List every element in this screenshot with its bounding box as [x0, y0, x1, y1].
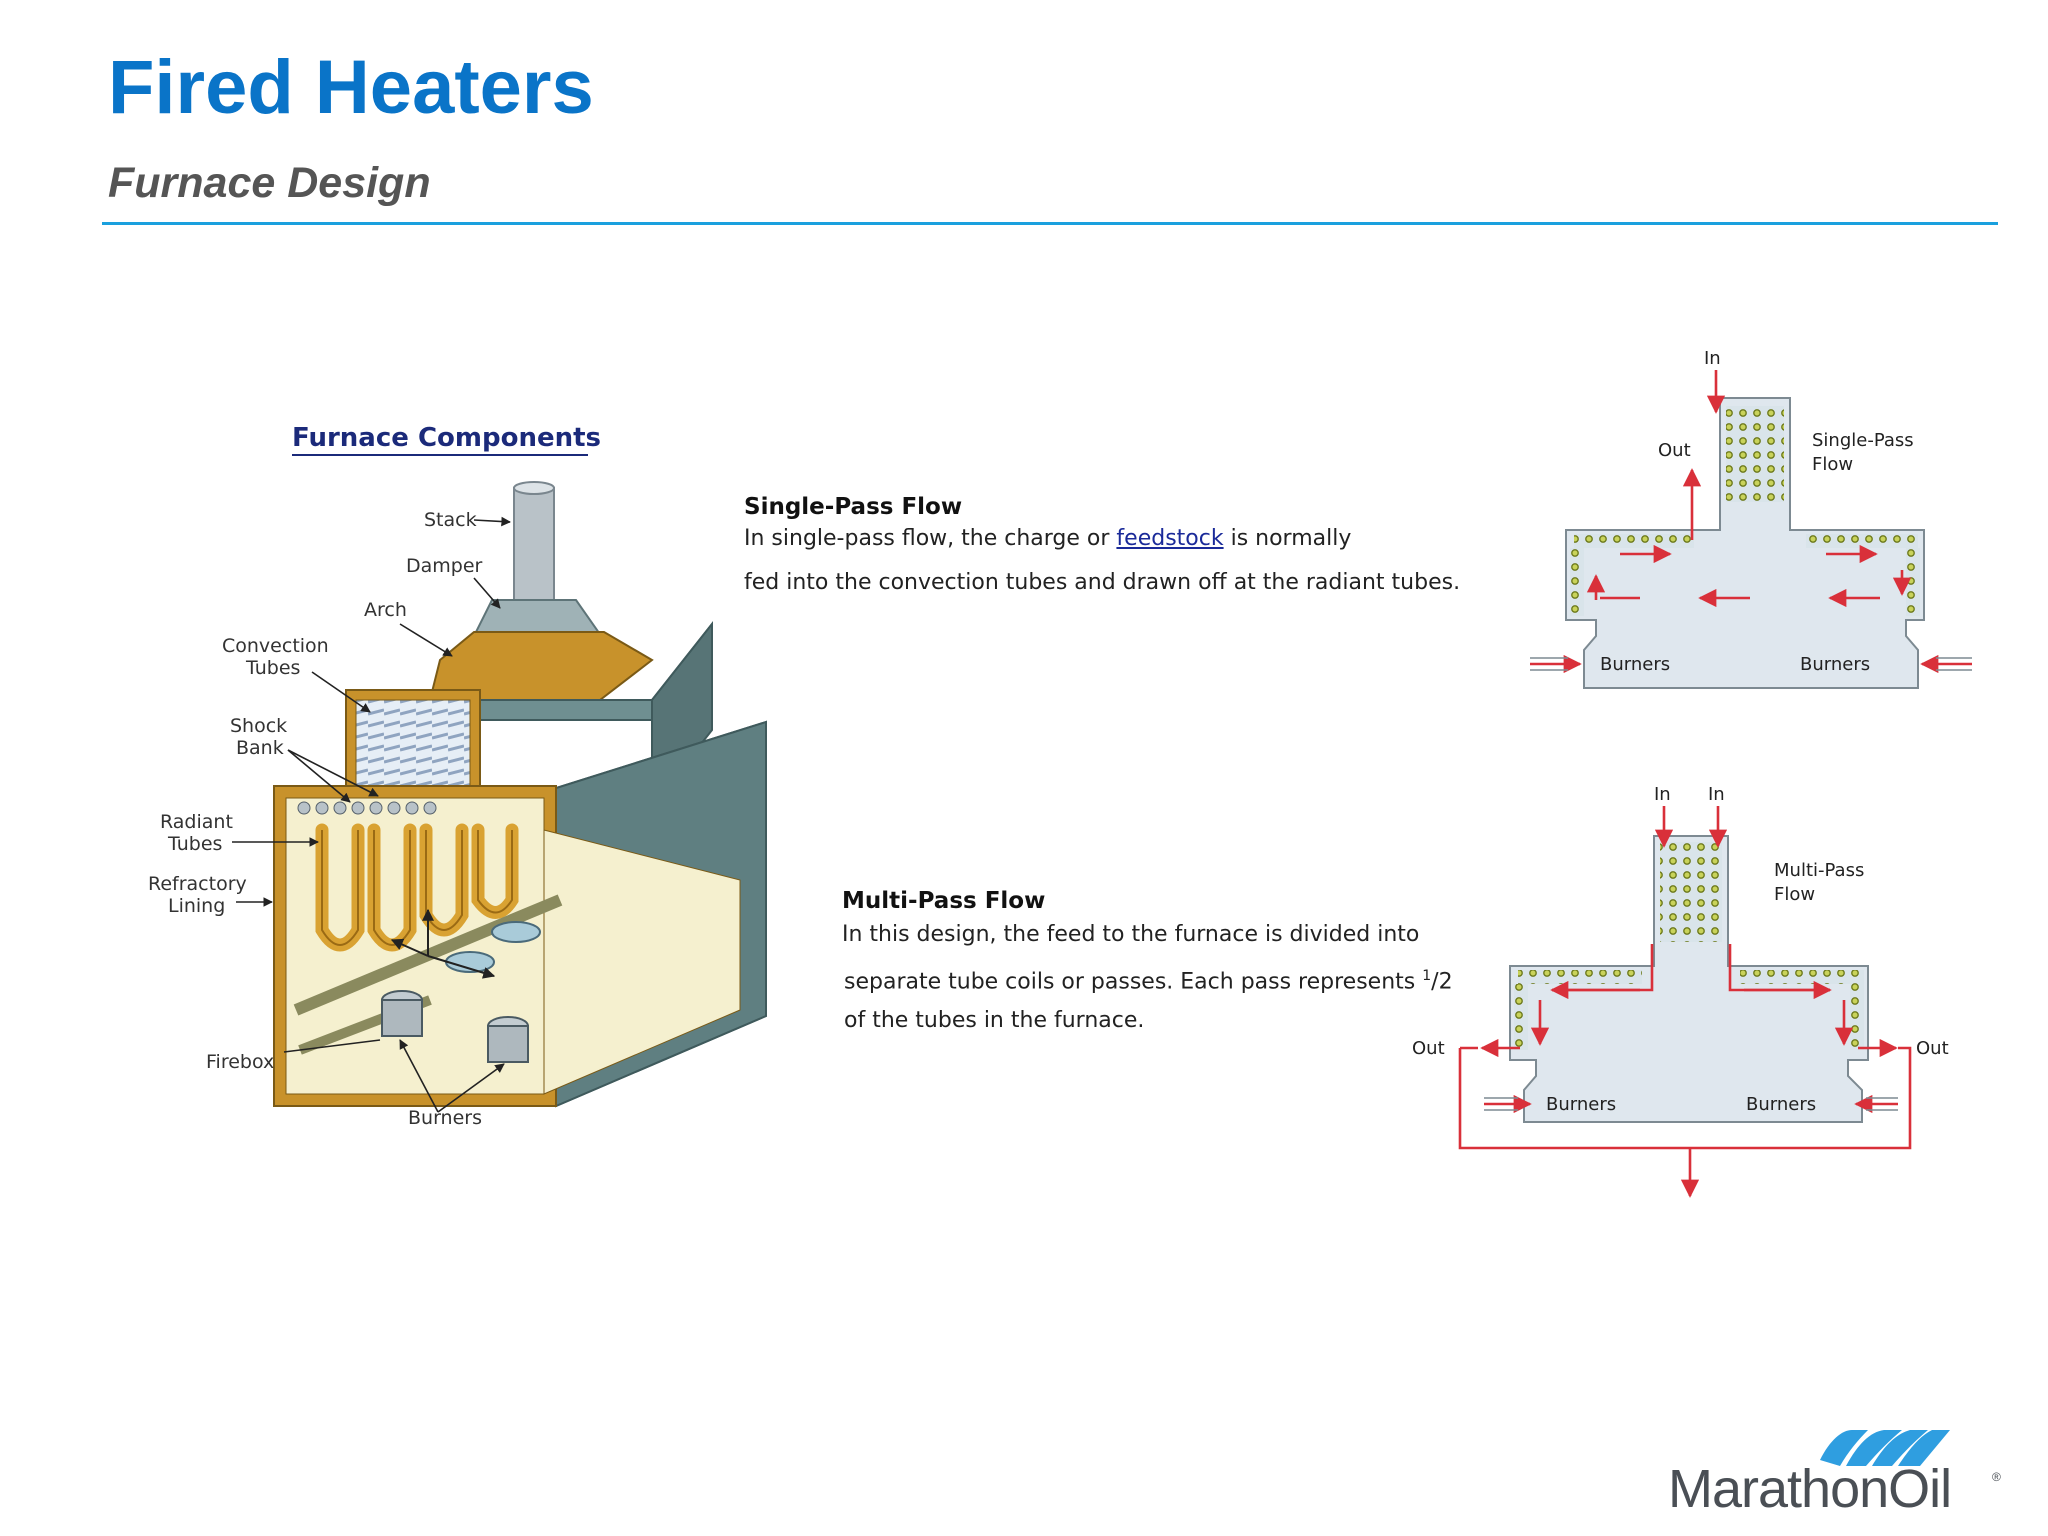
single-pass-line-2: fed into the convection tubes and drawn … — [744, 570, 1461, 595]
single-pass-radiant-top-left — [1574, 534, 1694, 548]
furnace-components-heading: Furnace Components — [292, 423, 601, 453]
multi-pass-radiant-left — [1514, 984, 1528, 1050]
multi-pass-diagram: In In Multi-Pass Flow Out Out Burners Bu… — [1412, 784, 1949, 1198]
label-burners: Burners — [408, 1107, 482, 1129]
firebox-interior-side — [543, 829, 741, 1095]
multi-pass-line-2-text: separate tube coils or passes. Each pass… — [844, 969, 1423, 995]
multi-pass-radiant-right — [1850, 984, 1864, 1050]
stack-shape — [513, 487, 555, 607]
multi-pass-radiant-top-left — [1518, 970, 1642, 984]
leader-lines — [232, 516, 511, 1113]
single-pass-radiant-right — [1906, 548, 1920, 616]
single-pass-caption-2: Flow — [1812, 454, 1853, 475]
single-pass-in-label: In — [1704, 348, 1721, 369]
single-pass-caption-1: Single-Pass — [1812, 430, 1914, 451]
multi-pass-outline — [1509, 835, 1869, 1123]
single-pass-heading: Single-Pass Flow — [744, 494, 963, 520]
single-pass-line-1: In single-pass flow, the charge or feeds… — [744, 526, 1351, 551]
label-radiant-1: Radiant — [160, 811, 233, 833]
multi-pass-caption-2: Flow — [1774, 884, 1815, 905]
single-pass-diagram: In Out Single-Pass Flow Burners Burners — [1530, 348, 1972, 689]
stack-top — [513, 481, 555, 495]
multi-pass-burners-right: Burners — [1746, 1094, 1816, 1115]
label-damper: Damper — [406, 555, 483, 577]
label-convection-1: Convection — [222, 635, 329, 657]
single-pass-convection-tubes — [1726, 406, 1784, 502]
multi-pass-out-label-right: Out — [1916, 1038, 1949, 1059]
interior-arrows — [390, 908, 496, 979]
fraction-denominator: /2 — [1431, 969, 1453, 995]
multi-pass-line-3: of the tubes in the furnace. — [844, 1008, 1145, 1033]
multi-pass-in-label-left: In — [1654, 784, 1671, 805]
label-refractory-2: Lining — [168, 895, 225, 917]
multi-pass-convection-tubes — [1660, 842, 1722, 942]
fraction-numerator: 1 — [1422, 968, 1432, 984]
label-refractory-1: Refractory — [148, 873, 247, 895]
marathon-oil-logo-text: MarathonOil — [1668, 1459, 1952, 1519]
slide-title: Fired Heaters — [108, 45, 594, 130]
multi-pass-heading: Multi-Pass Flow — [842, 888, 1046, 914]
furnace-components-diagram: Furnace Components — [148, 423, 767, 1129]
multi-pass-burner-lines — [1484, 1097, 1898, 1111]
feedstock-link[interactable]: feedstock — [1116, 526, 1224, 551]
multi-pass-in-label-right: In — [1708, 784, 1725, 805]
multi-pass-radiant-top-right — [1740, 970, 1864, 984]
multi-pass-flow-arrows — [1458, 806, 1912, 1198]
burners-shape — [381, 921, 541, 1063]
single-pass-radiant-top-right — [1806, 534, 1918, 548]
single-pass-radiant-left — [1570, 548, 1584, 616]
multi-pass-caption-1: Multi-Pass — [1774, 860, 1864, 881]
single-pass-outline — [1565, 397, 1925, 689]
label-convection-2: Tubes — [245, 657, 300, 679]
single-pass-out-label: Out — [1658, 440, 1691, 461]
single-pass-burner-lines — [1530, 657, 1972, 671]
label-shock-2: Bank — [236, 737, 284, 759]
single-pass-line-1-end: is normally — [1223, 526, 1352, 551]
label-radiant-2: Tubes — [167, 833, 222, 855]
title-divider — [102, 222, 1998, 225]
label-shock-1: Shock — [230, 715, 287, 737]
single-pass-burners-left: Burners — [1600, 654, 1670, 675]
marathon-oil-logo-mark — [1820, 1430, 1950, 1466]
label-arch: Arch — [364, 599, 407, 621]
multi-pass-burners-left: Burners — [1546, 1094, 1616, 1115]
single-pass-burners-right: Burners — [1800, 654, 1870, 675]
single-pass-line-1-text: In single-pass flow, the charge or — [744, 526, 1117, 551]
label-firebox: Firebox — [206, 1051, 274, 1073]
registered-mark: ® — [1992, 1470, 2001, 1484]
single-pass-flow-arrows — [1530, 370, 1972, 674]
slide-subtitle: Furnace Design — [108, 159, 431, 207]
multi-pass-line-2: separate tube coils or passes. Each pass… — [844, 968, 1453, 994]
label-stack: Stack — [424, 509, 477, 531]
multi-pass-line-1: In this design, the feed to the furnace … — [842, 922, 1420, 947]
shock-bank-shape — [297, 801, 437, 815]
multi-pass-out-label-left: Out — [1412, 1038, 1445, 1059]
